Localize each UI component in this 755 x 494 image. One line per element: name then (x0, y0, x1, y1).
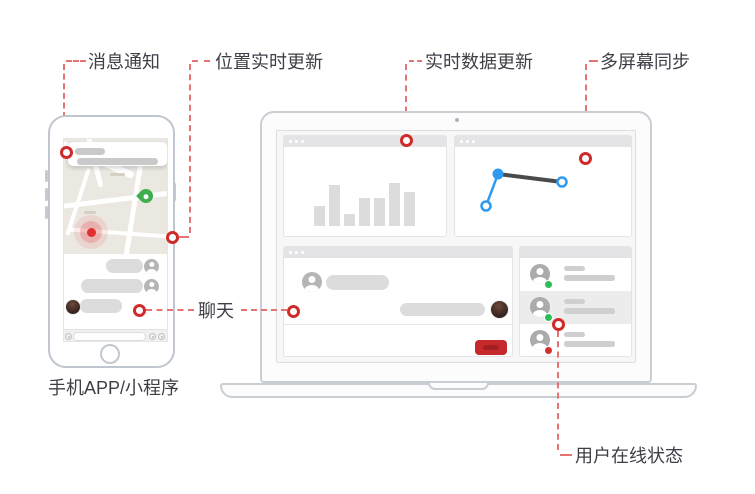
notification-card (68, 142, 167, 166)
user-text-bar (564, 275, 615, 281)
phone-chat-input-bar (64, 329, 167, 341)
phone-chat-area (64, 254, 167, 329)
avatar (144, 259, 159, 274)
callout-marker-message-notification (60, 146, 73, 159)
status-dot-online (544, 280, 553, 289)
user-row (520, 324, 631, 356)
window-titlebar (520, 247, 631, 258)
bar (329, 185, 340, 226)
avatar (530, 330, 550, 350)
phone-side-button (45, 170, 48, 182)
status-dot-online (544, 313, 553, 322)
send-button (475, 340, 507, 355)
avatar (530, 264, 550, 284)
callout-label-multi-screen-sync: 多屏幕同步 (600, 52, 690, 72)
laptop-chat-panel (283, 246, 513, 357)
user-text-bar (564, 341, 615, 347)
chat-bubble (81, 279, 143, 293)
photo-avatar (490, 300, 509, 319)
phone-caption: 手机APP/小程序 (48, 378, 180, 398)
callout-line (179, 236, 189, 238)
callout-line (63, 64, 65, 147)
callout-marker-chat-phone (133, 304, 146, 317)
line-chart-panel (454, 135, 632, 237)
avatar (144, 279, 159, 294)
plus-icon (158, 333, 165, 340)
callout-marker-location-update (166, 231, 179, 244)
callout-marker-realtime-data (400, 134, 413, 147)
divider (284, 324, 512, 325)
notification-text-bar (77, 158, 158, 165)
laptop-base-notch (428, 383, 489, 390)
webcam-icon (455, 118, 459, 122)
callout-marker-chat-laptop (287, 305, 300, 318)
phone-screen (63, 138, 168, 342)
callout-line (557, 331, 559, 450)
callout-marker-user-online-status (552, 318, 565, 331)
callout-marker-multi-screen-sync (579, 152, 592, 165)
user-text-bar (564, 299, 585, 304)
callout-line (585, 64, 587, 152)
callout-line (589, 60, 598, 62)
callout-line (405, 64, 407, 134)
map-text (110, 173, 125, 176)
user-text-bar (564, 308, 615, 314)
data-point (480, 200, 492, 212)
mic-icon (65, 333, 72, 340)
user-row (520, 291, 631, 324)
user-text-bar (564, 332, 585, 337)
callout-label-location-update: 位置实时更新 (215, 52, 323, 72)
bar-chart (314, 183, 415, 226)
bar (389, 183, 400, 226)
user-list-panel (519, 246, 632, 357)
callout-line (66, 60, 86, 62)
callout-line (189, 64, 191, 233)
window-titlebar (455, 136, 631, 147)
callout-line (146, 309, 194, 311)
window-dots-icon (289, 140, 304, 143)
notification-text-bar (75, 148, 105, 155)
data-point (556, 176, 568, 188)
window-titlebar (284, 247, 512, 258)
user-row (520, 258, 631, 291)
bar-chart-panel (283, 135, 447, 237)
chat-bubble (400, 303, 485, 316)
line-chart (480, 168, 568, 212)
home-button (100, 344, 120, 364)
window-titlebar (284, 136, 446, 147)
window-dots-icon (289, 251, 304, 254)
current-location-dot (86, 227, 96, 237)
map-text (84, 211, 96, 214)
callout-label-user-online-status: 用户在线状态 (575, 446, 683, 466)
callout-label-chat: 聊天 (198, 301, 234, 321)
bar (314, 206, 325, 226)
callout-line (560, 454, 572, 456)
callout-label-message-notification: 消息通知 (88, 52, 160, 72)
laptop-screen (276, 130, 636, 363)
status-dot-offline (544, 346, 553, 355)
phone-side-button (45, 188, 48, 201)
avatar (302, 272, 322, 292)
chat-bubble (106, 259, 143, 273)
callout-line (192, 60, 210, 62)
user-list (520, 258, 631, 356)
chat-bubble (326, 275, 389, 290)
callout-label-realtime-data: 实时数据更新 (425, 52, 533, 72)
bar (404, 192, 415, 226)
bar (374, 198, 385, 226)
emoji-icon (149, 333, 156, 340)
bar (344, 214, 355, 226)
bar (359, 198, 370, 226)
data-point (492, 168, 504, 180)
window-dots-icon (460, 140, 475, 143)
user-text-bar (564, 266, 585, 271)
avatar (530, 297, 550, 317)
chat-text-input (73, 332, 146, 341)
callout-line (409, 60, 422, 62)
callout-line (241, 309, 287, 311)
chat-bubble (80, 299, 122, 313)
phone-side-button (45, 206, 48, 219)
photo-avatar (65, 299, 81, 315)
